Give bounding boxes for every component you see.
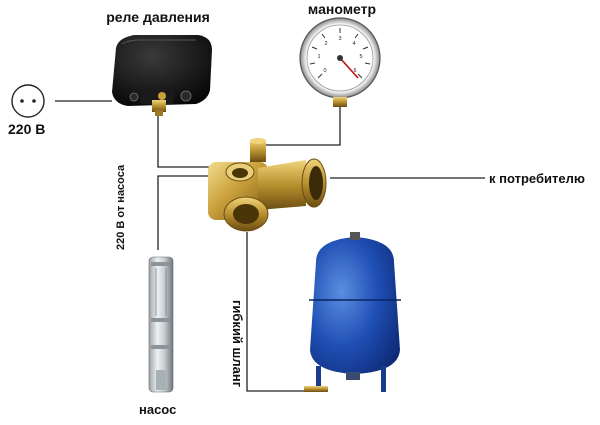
label-hose: гибкий шланг	[230, 300, 245, 388]
hydro-tank-image	[304, 232, 401, 392]
label-socket-voltage: 220 В	[8, 121, 45, 137]
label-consumer: к потребителю	[489, 171, 585, 186]
label-pump-voltage: 220 В от насоса	[115, 164, 127, 250]
manometer-image: 0 1 2 3 4 5 6	[299, 17, 381, 107]
connection-lines	[55, 100, 485, 392]
label-relay: реле давления	[106, 9, 210, 25]
gauge-scale-6: 6	[353, 68, 356, 74]
pump-to-fitting-wire	[157, 175, 213, 250]
label-gauge: манометр	[308, 1, 376, 17]
gauge-needle	[339, 57, 359, 79]
gauge-scale-2: 2	[324, 41, 327, 47]
pump-image	[148, 256, 174, 393]
gauge-scale-4: 4	[352, 41, 355, 47]
gauge-scale-0: 0	[323, 68, 326, 74]
pressure-relay-image	[112, 35, 212, 116]
gauge-scale-1: 1	[317, 54, 320, 60]
label-pump: насос	[139, 402, 176, 417]
hose-line	[246, 232, 307, 392]
gauge-scale-5: 5	[359, 54, 362, 60]
gauge-to-fitting-line	[263, 100, 341, 146]
socket-icon	[11, 84, 45, 118]
relay-to-fitting-wire	[157, 112, 212, 168]
brass-fitting-image	[208, 138, 327, 232]
gauge-scale-3: 3	[338, 36, 341, 42]
